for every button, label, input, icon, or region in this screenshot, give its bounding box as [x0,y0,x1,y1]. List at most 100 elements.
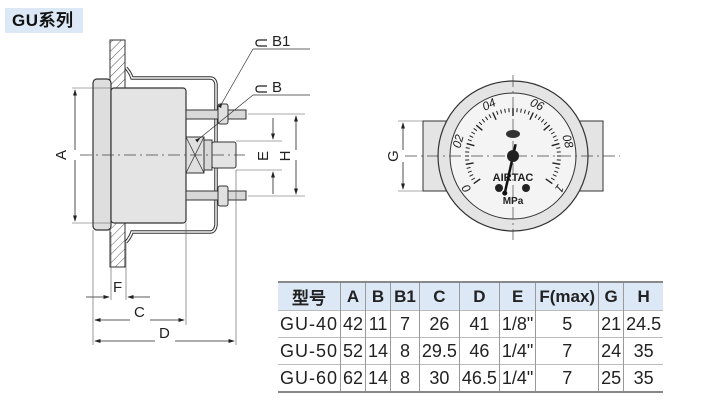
column-header: C [419,281,460,311]
value-cell: 1/8" [499,310,537,338]
scale-tick [504,108,506,113]
value-cell: 24.5 [623,310,664,338]
column-header: B [365,281,392,311]
value-cell: 26 [419,310,460,338]
needle-hub [507,150,519,162]
scale-tick [465,162,474,166]
scale-tick [548,128,553,132]
scale-tick [555,166,560,169]
wrench-icon-b [255,85,267,93]
value-cell: 46 [459,337,500,365]
scale-label: 02 [450,133,467,150]
nut-bottom [217,185,229,207]
scale-tick [556,147,561,149]
wrench-icon-b1-shape [255,39,267,47]
scale-tick [550,131,555,135]
scale-tick [527,110,530,115]
model-cell: GU-60 [278,364,342,393]
scale-tick [551,142,560,147]
value-cell: 7 [535,337,600,365]
gauge-scale-ticks [465,108,561,185]
scale-tick [554,139,559,142]
scale-tick [554,170,559,173]
value-cell: 42 [340,310,367,338]
value-cell: 35 [623,337,664,365]
value-cell: 41 [459,310,500,338]
value-cell: 25 [598,364,625,393]
label-h: H [277,151,294,162]
brand-label: AIRTAC [493,172,534,184]
scale-tick [465,147,470,149]
label-d: D [159,325,170,342]
model-cell: GU-50 [278,337,342,365]
column-header: H [623,281,664,311]
value-cell: 21 [598,310,625,338]
column-header: G [598,281,625,311]
value-cell: 35 [623,364,664,393]
label-b1: B1 [272,33,290,50]
scale-tick [552,135,557,138]
scale-tick [543,124,551,131]
value-cell: 5 [535,310,600,338]
value-cell: 8 [390,364,420,393]
mount-hole-right [522,184,530,192]
scale-tick [469,174,474,177]
value-cell: 29.5 [419,337,460,365]
value-cell: 46.5 [459,364,500,393]
nut-top [217,103,229,125]
column-header: 型号 [278,281,342,311]
scale-tick [552,162,561,166]
scale-label: 08 [559,133,576,150]
label-f: F [113,279,122,296]
logo-emblem [506,130,520,138]
scale-tick [552,174,557,177]
scale-tick [488,114,492,119]
scale-tick [500,109,503,114]
scale-tick [534,114,538,119]
value-cell: 7 [535,364,600,393]
value-cell: 1/4" [499,364,537,393]
label-g: G [385,150,402,162]
stud-bottom [185,190,247,201]
column-header: F(max) [535,281,600,311]
value-cell: 7 [390,310,420,338]
side-view: A E H B1 B F C [53,33,310,345]
column-header: B1 [390,281,420,311]
gauge-bezel [92,78,112,231]
scale-tick [545,178,553,185]
scale-tick [467,170,472,173]
value-cell: 62 [340,364,367,393]
unit-label: MPa [503,196,524,207]
value-cell: 14 [365,364,392,393]
label-c: C [134,304,145,321]
model-cell: GU-40 [278,310,342,338]
scale-tick [520,108,522,113]
column-header: A [340,281,367,311]
needle-tip [502,190,508,196]
scale-label: 06 [528,95,546,113]
column-header: D [459,281,500,311]
value-cell: 52 [340,337,367,365]
scale-tick [529,112,534,121]
scale-tick [473,128,478,132]
scale-tick [523,109,526,114]
scale-tick [469,135,474,138]
scale-tick [496,110,499,115]
value-cell: 14 [365,337,392,365]
value-cell: 30 [419,364,460,393]
scale-tick [467,139,472,142]
scale-tick [475,124,483,131]
mount-hole-left [495,184,503,192]
value-cell: 1/4" [499,337,537,365]
stud-top [185,109,247,120]
scale-tick [492,112,497,121]
scale-tick [485,116,489,121]
value-cell: 8 [390,337,420,365]
label-e: E [255,151,272,161]
